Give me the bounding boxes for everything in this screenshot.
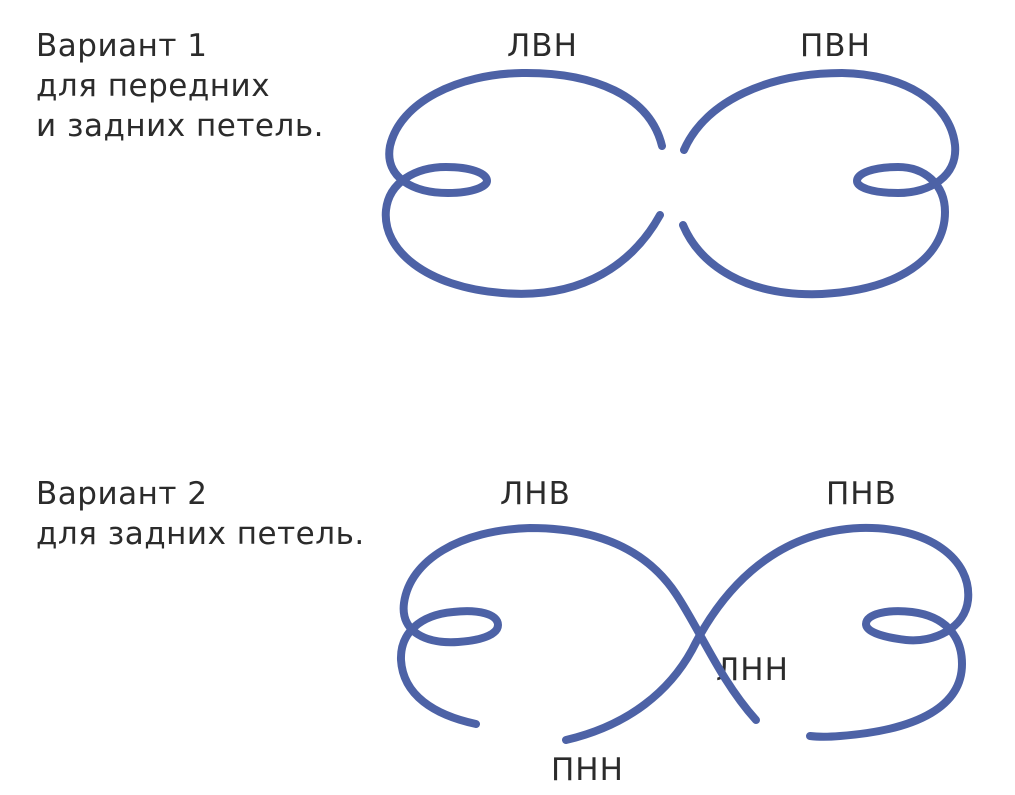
variant-1-line-2: для передних: [36, 68, 271, 104]
label-pnv: ПНВ: [826, 476, 897, 512]
label-pvn: ПВН: [800, 28, 871, 64]
variant-1-caption: Вариант 1 для передних и задних петель.: [36, 26, 324, 146]
variant-1-line-3: и задних петель.: [36, 108, 324, 144]
variant-2-line-2: для задних петель.: [36, 516, 365, 552]
label-pnn: ПНН: [551, 752, 624, 788]
label-lvn: ЛВН: [507, 28, 578, 64]
variant-1-right-loop: [679, 69, 960, 299]
variant-1-title: Вариант 1: [36, 28, 208, 64]
variant-2-right-loop: [562, 523, 973, 744]
variant-2-left-loop: [396, 524, 760, 728]
label-lnv: ЛНВ: [500, 476, 571, 512]
variant-1-left-loop: [381, 68, 666, 298]
variant-2-title: Вариант 2: [36, 476, 208, 512]
variant-2-caption: Вариант 2 для задних петель.: [36, 474, 365, 554]
